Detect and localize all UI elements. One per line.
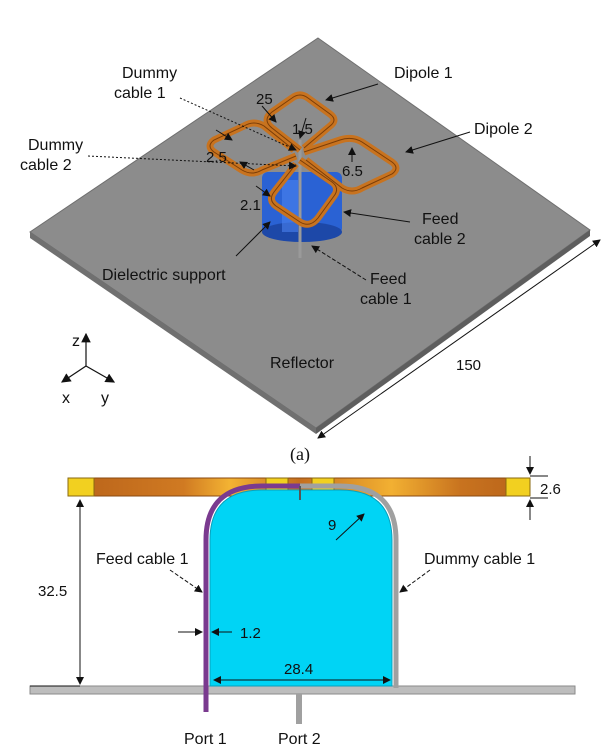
- caption-a: (a): [290, 444, 310, 465]
- label-dielectric-support: Dielectric support: [102, 267, 226, 284]
- label-dummy-cable-2-l2: cable 2: [20, 157, 72, 174]
- label-port-1: Port 1: [184, 731, 227, 748]
- label-dipole-2: Dipole 2: [474, 121, 533, 138]
- label-dummy-cable-1-b: Dummy cable 1: [424, 551, 535, 568]
- feed-cable-1: [203, 483, 300, 712]
- dim-32-5: 32.5: [38, 583, 67, 600]
- label-dummy-cable-2-l1: Dummy: [28, 137, 83, 154]
- dim-28-4: 28.4: [284, 661, 313, 678]
- dim-25: 25: [256, 91, 273, 108]
- dummy-cable-1: [300, 483, 399, 688]
- label-dummy-cable-1-l1: Dummy: [122, 65, 177, 82]
- figure-b: Feed cable 1 Dummy cable 1 Port 1 Port 2…: [29, 456, 576, 748]
- label-reflector: Reflector: [270, 355, 335, 372]
- dielectric-support-side: [209, 489, 393, 687]
- dim-2-6: 2.6: [540, 481, 561, 498]
- label-dummy-cable-1-l2: cable 1: [114, 85, 166, 102]
- reflector-edge: [29, 685, 576, 695]
- dim-2-1: 2.1: [240, 197, 261, 214]
- axis-x-label: x: [62, 390, 70, 407]
- label-feed-cable-2-l2: cable 2: [414, 231, 466, 248]
- label-port-2: Port 2: [278, 731, 321, 748]
- label-feed-cable-1-l2: cable 1: [360, 291, 412, 308]
- axes-triad: [61, 332, 116, 383]
- label-feed-cable-2-l1: Feed: [422, 211, 458, 228]
- dim-9: 9: [328, 517, 336, 534]
- axis-y-label: y: [101, 390, 109, 407]
- figure-a: z x y Dummy cable 1 Dipole 1 Dipole 2 Du…: [20, 37, 601, 465]
- axis-z-label: z: [72, 333, 80, 350]
- dim-1-2: 1.2: [240, 625, 261, 642]
- label-feed-cable-1-l1: Feed: [370, 271, 406, 288]
- dim-150: 150: [456, 357, 481, 374]
- label-feed-cable-1-b: Feed cable 1: [96, 551, 189, 568]
- dim-2-5: 2.5: [206, 149, 227, 166]
- label-dipole-1: Dipole 1: [394, 65, 453, 82]
- dim-6-5: 6.5: [342, 163, 363, 180]
- dim-1-5: 1.5: [292, 121, 313, 138]
